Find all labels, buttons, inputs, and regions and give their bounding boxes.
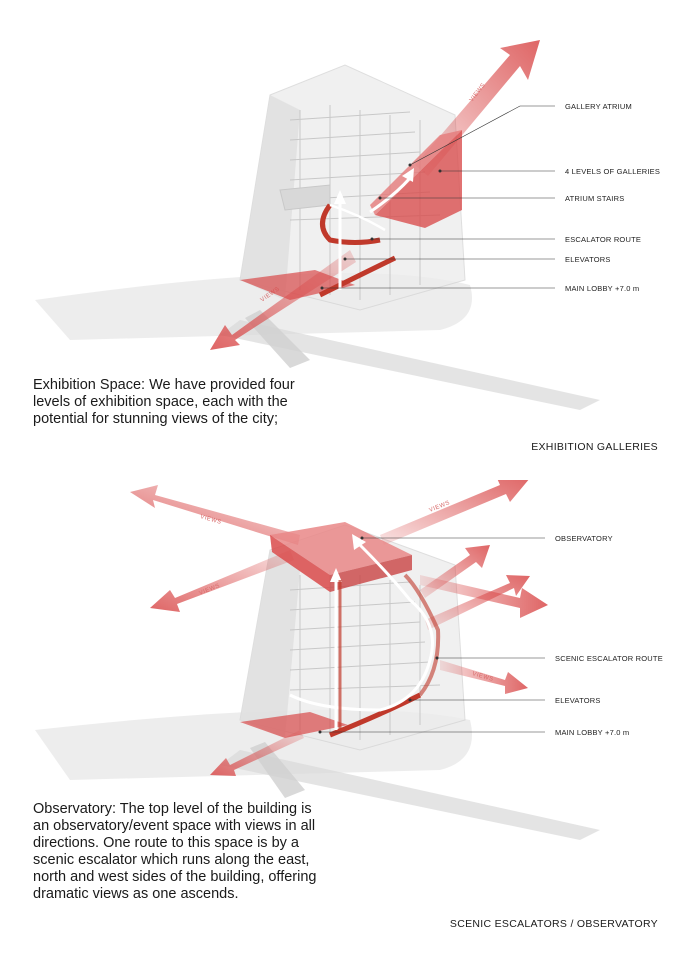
label-scenic-escalator-route: SCENIC ESCALATOR ROUTE — [555, 654, 663, 663]
exhibition-caption: Exhibition Space: We have provided four … — [33, 377, 303, 428]
label-elevators: ELEVATORS — [555, 696, 601, 705]
label-main-lobby: MAIN LOBBY +7.0 m — [565, 284, 639, 293]
observatory-section-title: SCENIC ESCALATORS / OBSERVATORY — [450, 918, 658, 930]
observatory-caption: Observatory: The top level of the buildi… — [33, 801, 323, 903]
label-atrium-stairs: ATRIUM STAIRS — [565, 194, 624, 203]
views-arrow-northeast: VIEWS — [380, 480, 530, 545]
label-escalator-route: ESCALATOR ROUTE — [565, 235, 641, 244]
label-gallery-atrium: GALLERY ATRIUM — [565, 102, 632, 111]
label-levels-of-galleries: 4 LEVELS OF GALLERIES — [565, 167, 660, 176]
exhibition-section-title: EXHIBITION GALLERIES — [531, 441, 658, 453]
observatory-panel: VIEWS VIEWS VIEWS VIEWS — [0, 480, 687, 960]
label-main-lobby: MAIN LOBBY +7.0 m — [555, 728, 629, 737]
label-observatory: OBSERVATORY — [555, 534, 613, 543]
label-elevators: ELEVATORS — [565, 255, 611, 264]
exhibition-panel: VIEWS VIEWS — [0, 0, 687, 480]
views-label: VIEWS — [471, 671, 494, 683]
